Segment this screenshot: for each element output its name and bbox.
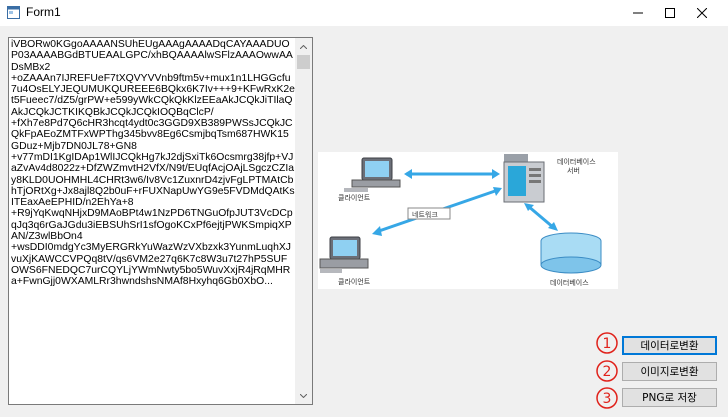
- step-2-badge: 2: [596, 360, 618, 382]
- client-computer-icon-top: [344, 157, 401, 192]
- convert-to-data-button[interactable]: 데이터로변환: [622, 336, 717, 355]
- close-icon: [697, 8, 707, 18]
- scrollbar-thumb[interactable]: [297, 55, 310, 69]
- save-png-button[interactable]: PNG로 저장: [622, 388, 717, 407]
- server-icon: [503, 154, 545, 203]
- network-label-box: [407, 207, 451, 220]
- picture-box: 클라이언트 클라이언트 네트워크 데이터베이스 서버 데이터베이스: [318, 152, 618, 289]
- server-label-line2: 서버: [567, 167, 580, 175]
- svg-text:3: 3: [603, 391, 612, 407]
- network-label: 네트워크: [412, 211, 438, 219]
- step-1-badge: 1: [596, 332, 618, 354]
- server-label-line1: 데이터베이스: [557, 158, 596, 166]
- svg-text:1: 1: [603, 336, 612, 352]
- client-bottom-label: 클라이언트: [338, 278, 371, 286]
- svg-text:2: 2: [603, 364, 612, 380]
- network-diagram: [319, 154, 602, 274]
- convert-to-image-button[interactable]: 이미지로변환: [622, 362, 717, 381]
- client-top-label: 클라이언트: [338, 194, 371, 202]
- connection-arrows: [372, 169, 558, 236]
- scroll-down-button[interactable]: [295, 387, 312, 404]
- base64-textbox[interactable]: iVBORw0KGgoAAAANSUhEUgAAAgAAAADqCAYAAADU…: [8, 37, 313, 405]
- title-bar: Form1: [0, 0, 728, 26]
- base64-text: iVBORw0KGgoAAAANSUhEUgAAAgAAAADqCAYAAADU…: [11, 39, 295, 288]
- step-3-badge: 3: [596, 387, 618, 409]
- database-icon: [540, 232, 602, 274]
- database-label: 데이터베이스: [550, 279, 589, 287]
- chevron-down-icon: [300, 393, 307, 398]
- client-computer-icon-bottom: [319, 236, 369, 273]
- close-button[interactable]: [685, 0, 719, 26]
- vertical-scrollbar[interactable]: [295, 38, 312, 404]
- maximize-icon: [665, 8, 675, 18]
- scroll-up-button[interactable]: [295, 38, 312, 55]
- maximize-button[interactable]: [653, 0, 687, 26]
- chevron-up-icon: [300, 44, 307, 49]
- minimize-icon: [633, 12, 643, 14]
- window-title: Form1: [26, 5, 61, 19]
- minimize-button[interactable]: [621, 0, 655, 26]
- app-icon: [7, 6, 20, 19]
